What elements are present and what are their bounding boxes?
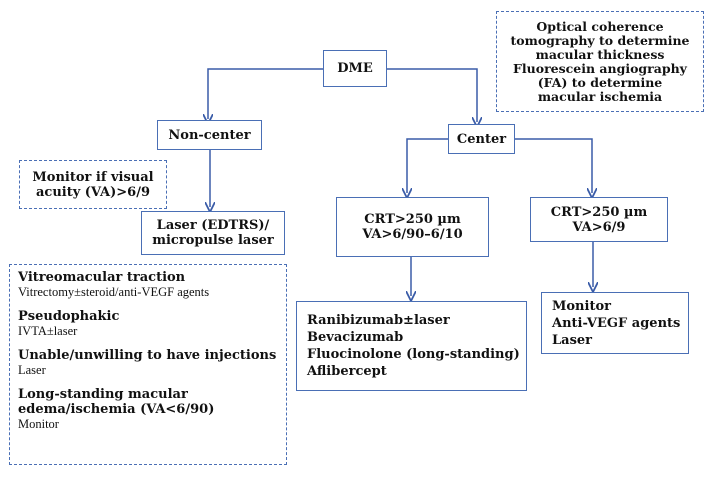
case-title: Unable/unwilling to have injections [18, 348, 277, 363]
non-center-node: Non-center [157, 120, 262, 150]
laser-node: Laser (EDTRS)/ micropulse laser [141, 211, 285, 255]
laser-line-2: micropulse laser [152, 233, 274, 248]
crt-good-line-2: VA>6/9 [572, 219, 626, 235]
crt-mid-line-2: VA>6/90–6/10 [362, 227, 463, 242]
non-center-label: Non-center [168, 127, 251, 143]
crt-mid-node: CRT>250 µm VA>6/90–6/10 [336, 197, 489, 257]
crt-good-line-1: CRT>250 µm [550, 204, 648, 220]
case-title-line-1: Long-standing macular [18, 387, 188, 402]
oct-fa-line-4: Fluorescein angiography [513, 60, 687, 76]
connector-center-crtgood [515, 138, 592, 193]
case-no-injections: Unable/unwilling to have injections Lase… [18, 348, 278, 377]
monitor-va-line-1: Monitor if visual [32, 169, 154, 185]
oct-fa-line-1: Optical coherence [536, 18, 664, 34]
case-title: Vitreomacular traction [18, 270, 186, 285]
oct-fa-line-2: tomography to determine [510, 32, 690, 48]
center-label: Center [456, 131, 507, 147]
monitor-item: Monitor [552, 298, 611, 314]
anti-vegf-box: Ranibizumab±laser Bevacizumab Fluocinolo… [296, 301, 527, 391]
case-long-standing: Long-standing macular edema/ischemia (VA… [18, 387, 278, 431]
anti-vegf-item: Fluocinolone (long-standing) [307, 347, 520, 362]
case-detail: Laser [18, 363, 46, 377]
connector-center-crtmid [407, 138, 448, 193]
crt-mid-line-1: CRT>250 µm [364, 212, 461, 227]
connector-dme-center [387, 68, 477, 122]
case-vitreomacular: Vitreomacular traction Vitrectomy±steroi… [18, 270, 278, 299]
monitor-item: Laser [552, 332, 593, 348]
case-detail: IVTA±laser [18, 324, 78, 338]
case-title-line-2: edema/ischemia (VA<6/90) [18, 402, 215, 417]
dme-label: DME [337, 61, 373, 76]
case-detail: Vitrectomy±steroid/anti-VEGF agents [18, 285, 210, 299]
monitor-va-note: Monitor if visual acuity (VA)>6/9 [19, 160, 167, 209]
anti-vegf-item: Ranibizumab±laser [307, 313, 450, 328]
monitor-item: Anti-VEGF agents [552, 315, 681, 331]
case-title: Pseudophakic [18, 309, 120, 324]
anti-vegf-item: Aflibercept [307, 364, 387, 379]
oct-fa-note: Optical coherence tomography to determin… [496, 11, 704, 112]
oct-fa-line-6: macular ischemia [537, 88, 663, 104]
case-pseudophakic: Pseudophakic IVTA±laser [18, 309, 278, 338]
laser-line-1: Laser (EDTRS)/ [156, 218, 270, 233]
dme-node: DME [323, 50, 387, 87]
monitor-va-line-2: acuity (VA)>6/9 [35, 184, 150, 200]
special-cases-box: Vitreomacular traction Vitrectomy±steroi… [9, 264, 287, 465]
center-node: Center [448, 124, 515, 154]
oct-fa-line-3: macular thickness [535, 46, 665, 62]
monitor-box: Monitor Anti-VEGF agents Laser [541, 292, 689, 354]
case-detail: Monitor [18, 417, 59, 431]
anti-vegf-item: Bevacizumab [307, 330, 404, 345]
connector-dme-noncenter [208, 68, 323, 119]
crt-good-node: CRT>250 µm VA>6/9 [530, 197, 668, 242]
oct-fa-line-5: (FA) to determine [537, 74, 663, 90]
